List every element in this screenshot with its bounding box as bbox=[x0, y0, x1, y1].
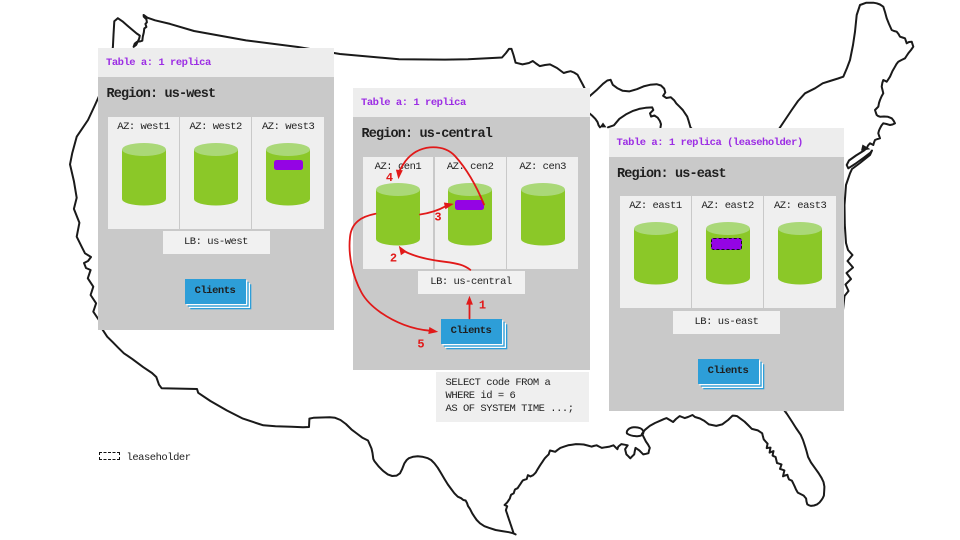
svg-text:3: 3 bbox=[434, 211, 441, 225]
svg-text:4: 4 bbox=[386, 171, 393, 185]
svg-text:1: 1 bbox=[479, 299, 486, 313]
svg-text:5: 5 bbox=[417, 338, 424, 352]
svg-text:2: 2 bbox=[390, 252, 397, 266]
